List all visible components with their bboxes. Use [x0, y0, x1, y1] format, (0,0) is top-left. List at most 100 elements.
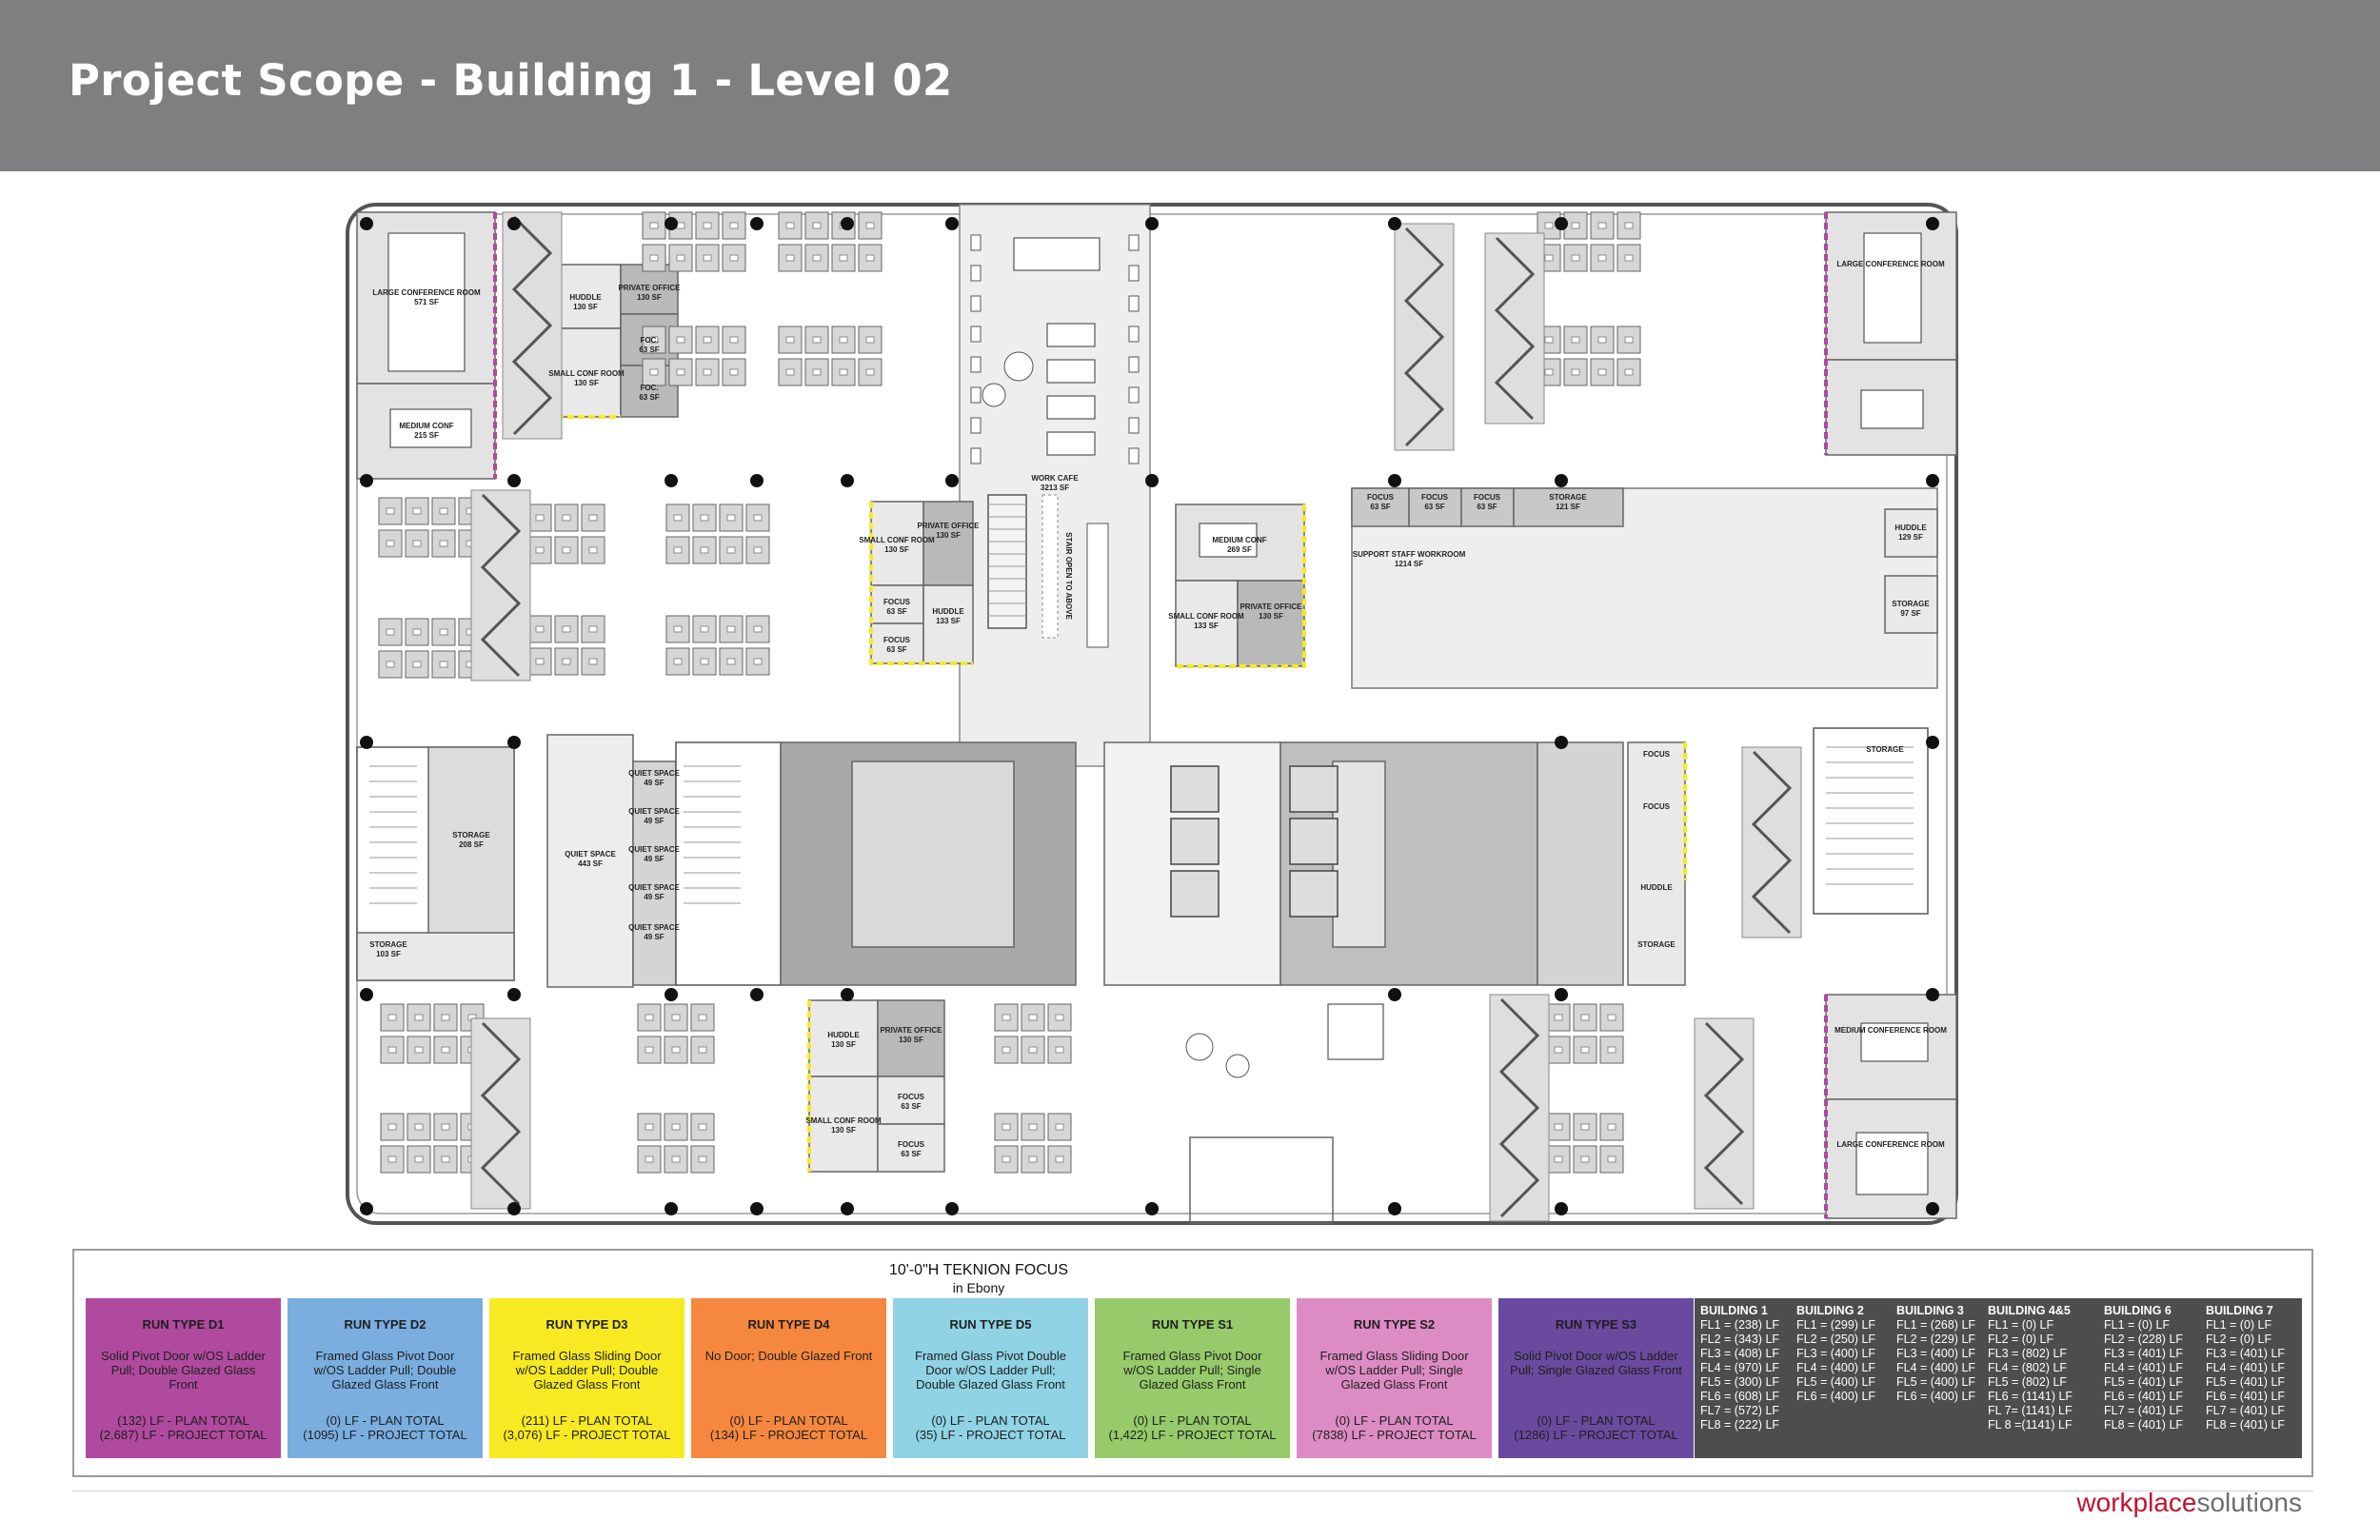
building-name: BUILDING 1	[1700, 1304, 1768, 1317]
workstation-chair	[387, 1046, 397, 1054]
workstation-chair	[386, 661, 395, 668]
conference-table	[1860, 1022, 1929, 1062]
room-medium-conference	[1825, 994, 1957, 1100]
workstation	[994, 1145, 1019, 1174]
room-focus	[1460, 487, 1515, 527]
structural-column	[507, 1202, 521, 1215]
building-floor-total: FL3 = (401) LF	[2206, 1347, 2286, 1360]
building-floor-total: FL6 = (608) LF	[1700, 1390, 1780, 1403]
room-label: STORAGE	[1637, 940, 1676, 949]
structural-column	[1388, 1202, 1401, 1215]
run-type-plan-total: (0) LF - PLAN TOTAL	[1133, 1413, 1252, 1428]
round-table	[1185, 1033, 1214, 1061]
cafe-booth-seat	[970, 417, 982, 434]
conference-table	[1855, 1132, 1929, 1195]
workstation-chair	[1624, 254, 1634, 262]
workstation-chair	[588, 658, 598, 665]
run-type-description: Framed Glass Pivot Door w/OS Ladder Pull…	[1122, 1349, 1262, 1392]
building-floor-total: FL3 = (408) LF	[1700, 1347, 1780, 1360]
workstation-chair	[535, 625, 545, 633]
benching-run	[502, 211, 563, 440]
workstation-chair	[562, 658, 571, 665]
workstation-chair	[839, 254, 848, 262]
building-floor-total: FL1 = (238) LF	[1700, 1318, 1780, 1332]
room-label-name: STORAGE	[452, 831, 490, 839]
structural-column	[1145, 1202, 1159, 1215]
room-label-name: WORK CAFE	[1031, 474, 1079, 483]
workstation-chair	[1554, 1123, 1563, 1131]
workstation-chair	[1571, 368, 1580, 376]
room-storage	[1884, 575, 1938, 634]
workstation-chair	[1554, 1046, 1563, 1054]
run-type-name: RUN TYPE S1	[1151, 1317, 1234, 1332]
workstation-chair	[1544, 222, 1554, 229]
run-type-plan-total: (211) LF - PLAN TOTAL	[521, 1413, 653, 1428]
cafe-booth-seat	[1128, 447, 1140, 464]
conference-table	[389, 408, 472, 448]
building-floor-total: FL2 = (228) LF	[2104, 1333, 2184, 1346]
room-label-area: 130 SF	[899, 1036, 923, 1044]
room-label: LARGE CONFERENCE ROOM	[1836, 260, 1945, 268]
workstation-chair	[441, 1123, 450, 1131]
workstation-chair	[387, 1014, 397, 1021]
workstation-chair	[812, 336, 822, 344]
page-title: Project Scope - Building 1 - Level 02	[69, 55, 953, 106]
workstation-chair	[1624, 222, 1634, 229]
workstation-chair	[1544, 368, 1554, 376]
stair-open-to-above	[987, 494, 1027, 629]
workstation-chair	[812, 254, 822, 262]
room-label-name: PRIVATE OFFICE	[618, 284, 681, 292]
room-label-name: STORAGE	[1892, 600, 1930, 608]
building-floor-total: FL3 = (401) LF	[2104, 1347, 2184, 1360]
room-label-name: HUDDLE	[932, 607, 964, 616]
legend-panel: 10'-0"H TEKNION FOCUS in Ebony RUN TYPE …	[72, 1249, 2313, 1477]
workstation-cluster	[994, 1003, 1072, 1064]
room-label-name: QUIET SPACE	[628, 923, 680, 932]
structural-column	[360, 1202, 373, 1215]
workstation-chair	[1055, 1123, 1064, 1131]
structural-column	[1145, 217, 1159, 230]
legend-subtitle: in Ebony	[952, 1280, 1005, 1295]
structural-column	[750, 474, 764, 487]
workstation	[1599, 1036, 1624, 1064]
workstation-cluster	[665, 503, 770, 564]
header-banner: Project Scope - Building 1 - Level 02	[0, 0, 2380, 171]
room-label-name: STORAGE	[1866, 745, 1904, 754]
workstation-chair	[649, 368, 659, 376]
workstation	[692, 647, 717, 676]
benching-bg	[502, 211, 563, 440]
workstation-chair	[1580, 1046, 1590, 1054]
run-type-name: RUN TYPE D5	[949, 1317, 1032, 1332]
workstation-chair	[649, 222, 659, 229]
room-label-area: 133 SF	[1194, 622, 1219, 630]
structural-column	[1926, 736, 1939, 749]
workstation-chair	[812, 368, 822, 376]
building-name: BUILDING 2	[1796, 1304, 1864, 1317]
workstation-cluster	[642, 211, 746, 272]
room-label-name: FOC.	[640, 336, 658, 345]
workstation-chair	[753, 546, 763, 554]
workstation-chair	[865, 254, 875, 262]
workstation-chair	[441, 1014, 450, 1021]
run-type-plan-total: (0) LF - PLAN TOTAL	[931, 1413, 1050, 1428]
workstation-chair	[412, 628, 422, 636]
workstation	[668, 358, 693, 386]
cafe-booth-seat	[1128, 356, 1140, 373]
workstation-chair	[698, 1014, 707, 1021]
building-floor-total: FL3 = (400) LF	[1796, 1347, 1876, 1360]
benching-line	[1751, 750, 1793, 935]
workstation-chair	[698, 1123, 707, 1131]
room-small-conf	[870, 501, 924, 586]
workstation-chair	[676, 222, 685, 229]
workstation	[1616, 326, 1641, 354]
structural-column	[664, 988, 678, 1001]
workstation-chair	[414, 1046, 424, 1054]
building-floor-total: FL8 = (401) LF	[2104, 1418, 2184, 1431]
workstation-chair	[785, 222, 795, 229]
room-focus	[877, 1076, 945, 1125]
building-floor-total: FL5 = (401) LF	[2206, 1375, 2286, 1389]
